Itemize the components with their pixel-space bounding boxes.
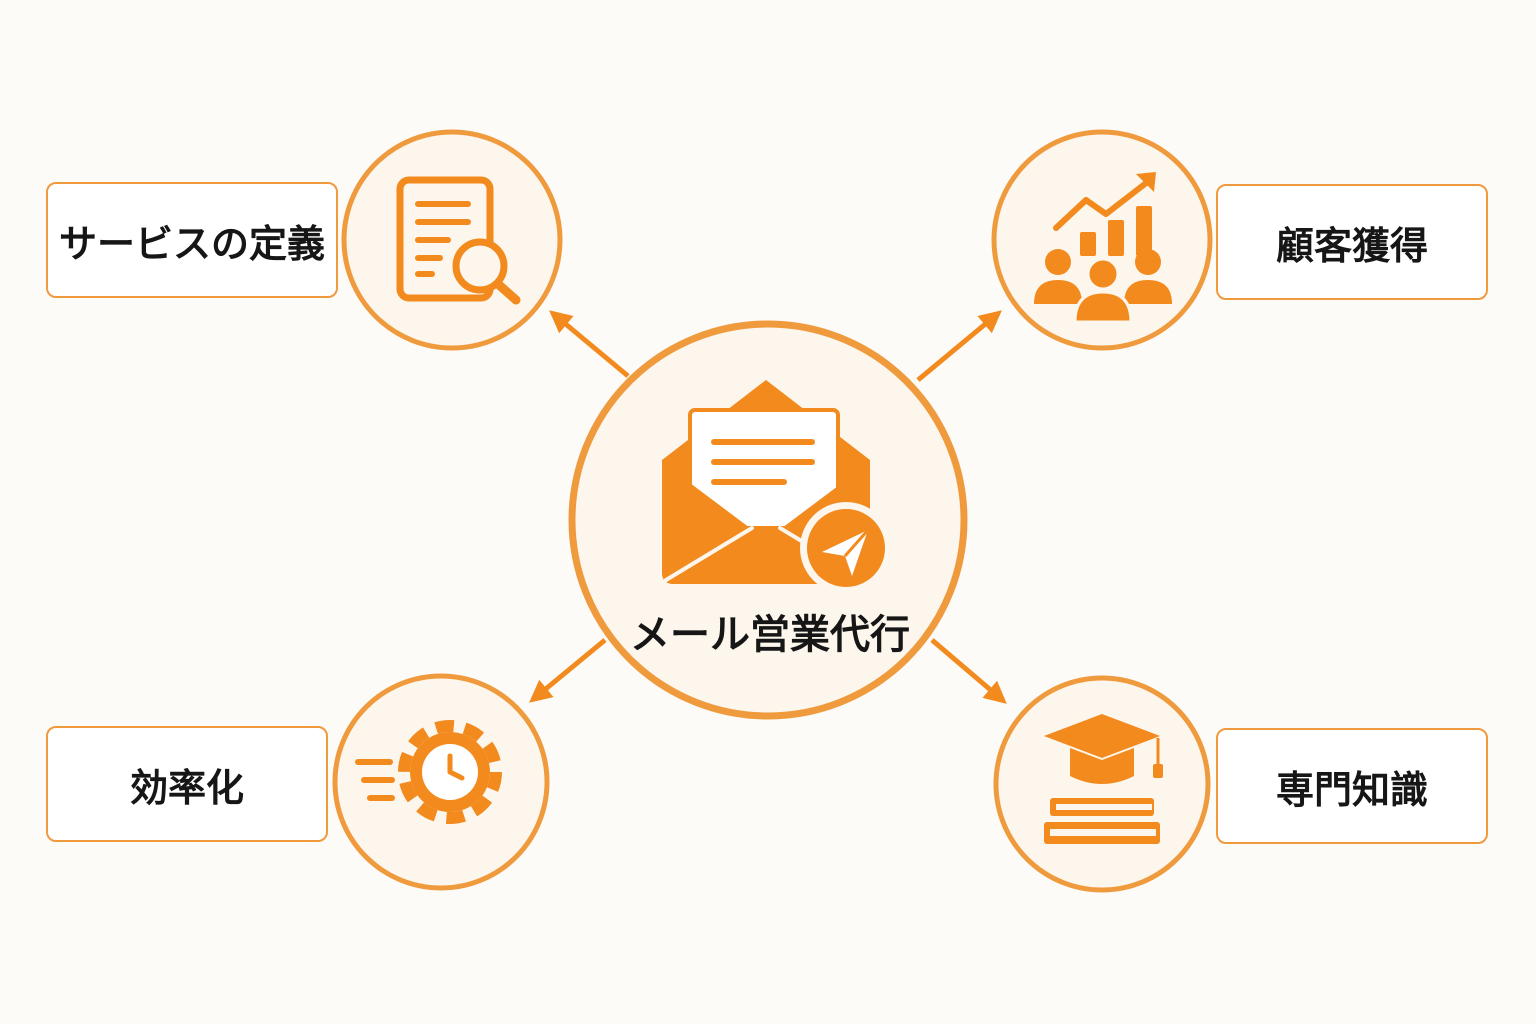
envelope-send-icon xyxy=(662,380,892,594)
growth-people-icon xyxy=(1034,172,1172,324)
label-expertise: 専門知識 xyxy=(1216,728,1488,844)
document-search-icon xyxy=(396,176,521,305)
label-service-definition: サービスの定義 xyxy=(46,182,338,298)
node-expertise xyxy=(993,675,1211,893)
arrow-to-expertise xyxy=(930,638,1007,704)
arrow-to-customer-acquisition xyxy=(916,310,1002,382)
label-text-efficiency: 効率化 xyxy=(129,765,244,810)
label-text-expertise: 専門知識 xyxy=(1275,767,1428,812)
center-node: メール営業代行 xyxy=(568,320,968,720)
label-customer-acquisition: 顧客獲得 xyxy=(1216,184,1488,300)
center-label: メール営業代行 xyxy=(630,612,910,658)
arrow-to-efficiency xyxy=(529,638,607,703)
node-customer-acquisition xyxy=(991,129,1213,351)
label-text-service-definition: サービスの定義 xyxy=(58,221,325,266)
node-efficiency xyxy=(332,673,550,891)
graduation-books-icon xyxy=(1044,714,1163,844)
arrow-to-service-definition xyxy=(549,310,630,378)
label-text-customer-acquisition: 顧客獲得 xyxy=(1275,223,1428,268)
node-service-definition xyxy=(341,129,563,351)
gear-clock-icon xyxy=(355,720,502,824)
label-efficiency: 効率化 xyxy=(46,726,328,842)
